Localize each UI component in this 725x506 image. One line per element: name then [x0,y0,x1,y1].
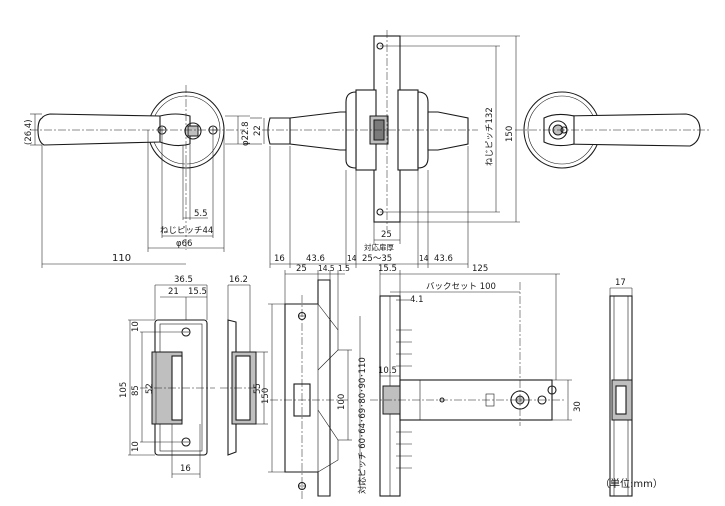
dim-front-150: 150 [261,388,271,404]
dim-strike-10-top: 10 [131,321,141,332]
dim-spindle-width: 22 [253,125,263,136]
dim-strike-10-bottom: 10 [131,441,141,452]
dim-side-14-left: 14 [347,254,357,263]
dim-body-17: 17 [615,278,626,288]
dim-side-43-6-left: 43.6 [306,254,325,264]
dim-body-10-5: 10.5 [378,366,397,376]
dim-screw-offset: 5.5 [194,209,208,219]
lock-body-view: 15.5 125 バックセット 100 4.1 10.5 30 [370,264,583,497]
dim-lever-length: 110 [112,253,131,264]
dim-strike-36-5: 36.5 [174,275,193,285]
dim-body-125: 125 [472,264,488,274]
dim-strike-85: 85 [131,385,141,396]
dim-backset-label: バックセット 100 [426,282,496,292]
dim-strike-52: 52 [145,383,155,394]
dim-plate-width: 25 [381,230,392,240]
dim-plate-screw-pitch: ねじピッチ132 [485,107,495,166]
dim-strike-16: 16 [180,464,191,474]
side-section-view: 22 ねじピッチ132 150 25 16 43.6 14 対応扉厚 25～35… [250,30,520,268]
dim-body-4-1: 4.1 [410,295,424,305]
dim-screw-pitch-rose: ねじピッチ44 [160,226,213,236]
edge-view: 17 [609,278,633,497]
dim-strike-16-2: 16.2 [229,275,248,285]
dim-front-1-5: 1.5 [338,264,350,273]
lever-back-view [515,91,710,169]
front-plate-view: 25 14.5 1.5 150 100 対応ピッチ 60･64･69･80･90… [261,264,368,500]
dim-body-30: 30 [573,401,583,412]
dim-strike-105: 105 [119,382,129,398]
dim-door-thickness-label: 対応扉厚 [364,242,394,252]
unit-label: （単位:mm） [600,477,663,490]
lever-front-view: (26.4) φ22.8 5.5 ねじピッチ44 φ66 110 [24,85,251,268]
dim-front-25: 25 [296,264,307,274]
dim-body-15-5: 15.5 [378,264,397,274]
dim-strike-21: 21 [168,287,179,297]
dim-side-16: 16 [274,254,285,264]
dim-front-pitch-label: 対応ピッチ 60･64･69･80･90･110 [357,357,368,494]
strike-plate-view: 36.5 21 15.5 16.2 105 85 10 10 52 55 16 [119,275,268,478]
dim-strike-15-5: 15.5 [188,287,207,297]
dim-side-14-right: 14 [419,254,429,263]
dim-plate-height: 150 [505,126,515,142]
dim-handle-neck: (26.4) [24,119,34,145]
dim-front-14-5: 14.5 [318,264,335,273]
dim-front-100: 100 [337,394,347,410]
dim-door-thickness-range: 25～35 [362,254,392,264]
dim-strike-55: 55 [253,383,263,394]
dim-side-43-6-right: 43.6 [434,254,453,264]
dim-rose-outer: φ66 [176,239,192,249]
dim-rose-diameter: φ22.8 [241,121,251,146]
